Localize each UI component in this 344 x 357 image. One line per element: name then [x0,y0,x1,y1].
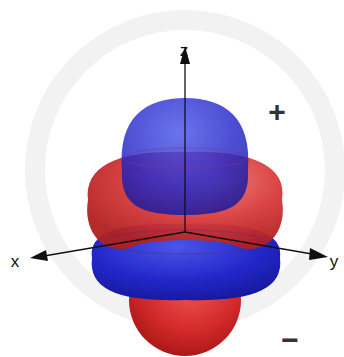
axes [30,46,328,261]
axis-label: y [330,253,339,270]
sign-label: + [268,97,286,127]
sign-label: − [281,325,299,355]
axis-label: x [11,253,20,270]
axis-label: z [180,42,189,59]
